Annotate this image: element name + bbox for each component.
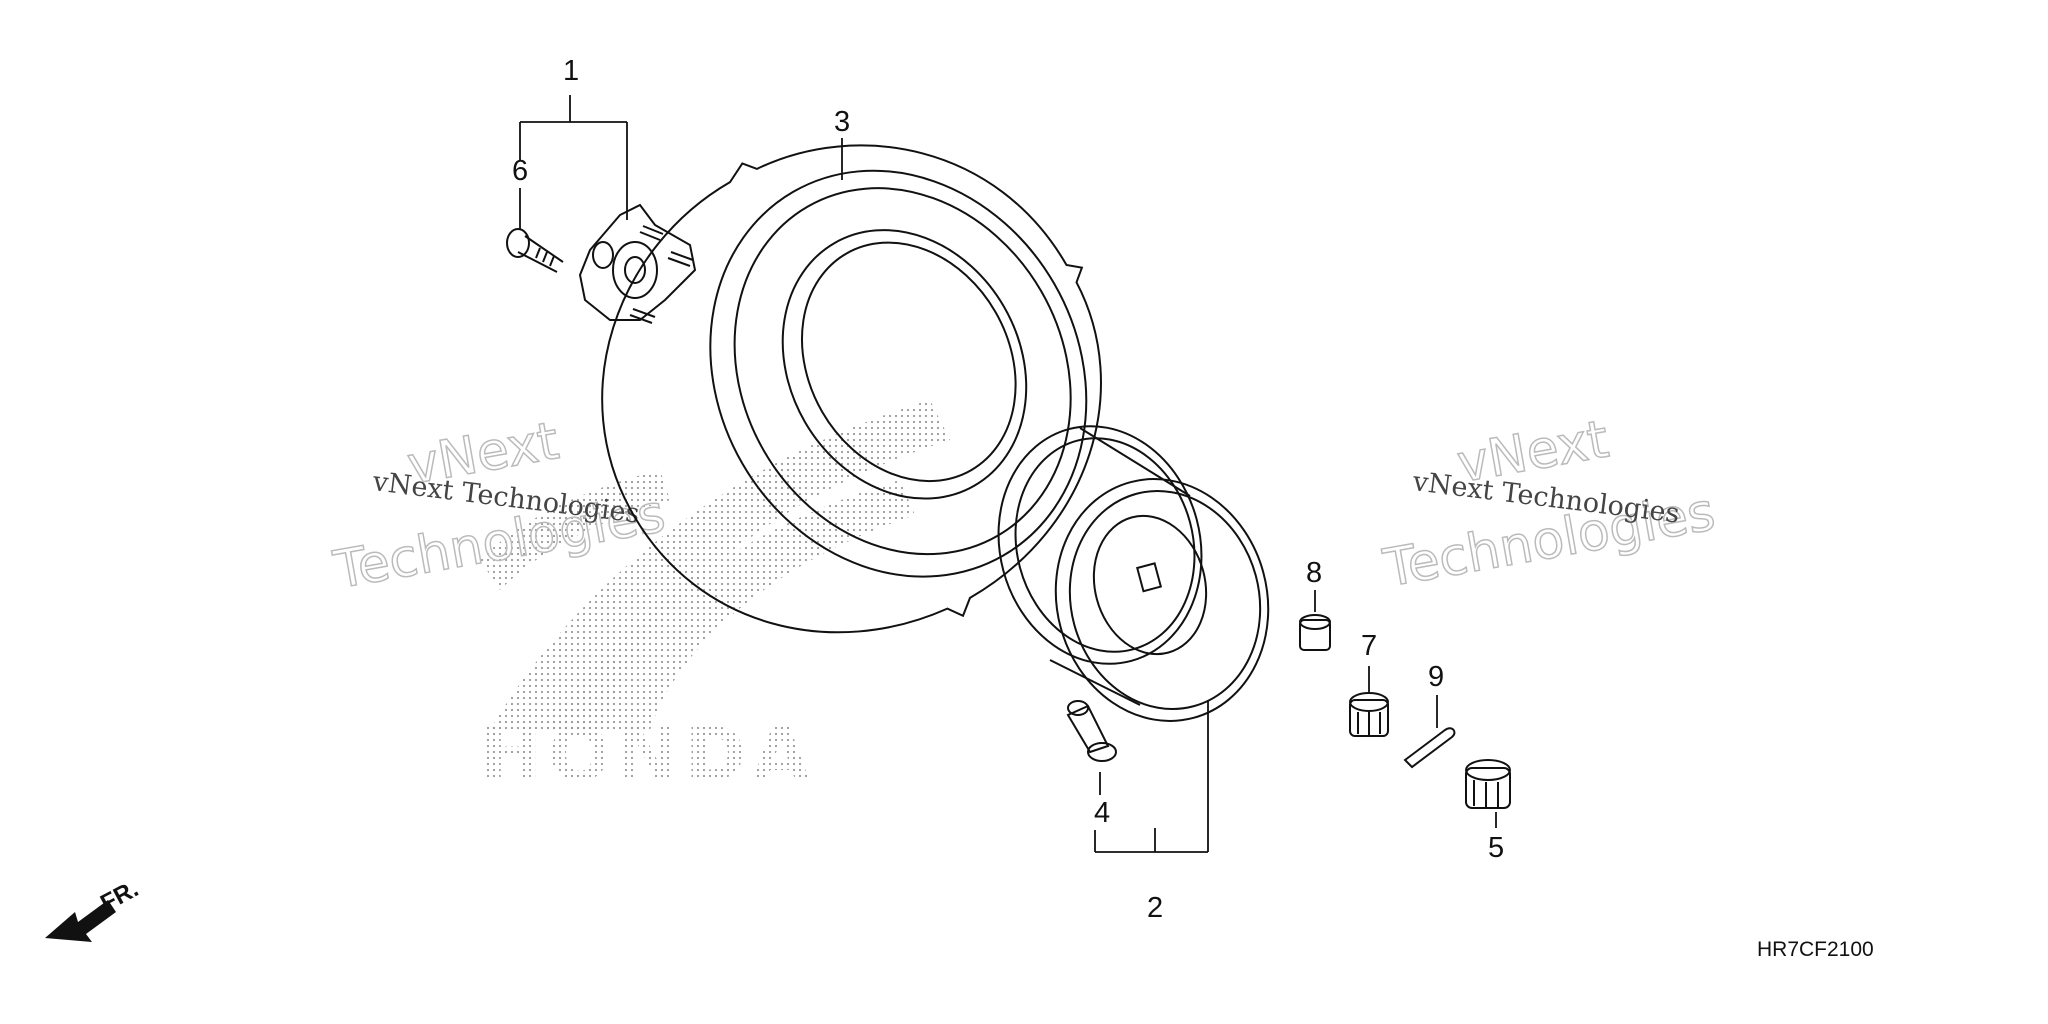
castle-nut-slots [1357,712,1381,736]
rim-center-disc [1092,514,1208,656]
front-direction-indicator: FR. [45,875,143,942]
callout-3: 3 [834,106,850,138]
stud-bolt [506,228,564,273]
hub-stud-3 [629,308,656,324]
rim-front-flange-inner [1068,489,1262,711]
rim-barrel-bottom [1049,659,1141,706]
stud-bolt-thread [535,247,555,267]
tire-valve [1066,700,1117,762]
cap-nut-ribs [1473,780,1499,808]
tire-sidewall [709,169,1088,578]
cotter-pin-shape [1403,727,1456,769]
front-arrow-icon [45,900,116,942]
rim-center-hole [1136,562,1163,593]
diagram-code: HR7CF2100 [1757,938,1874,961]
leader-2 [1094,700,1209,853]
rim-back-flange-inner [1014,437,1196,653]
callout-6: 6 [512,155,528,187]
callout-5: 5 [1488,832,1504,864]
valve-base [1087,742,1117,762]
collar-body [1299,619,1331,651]
tire-bead-opening-inner [800,241,1017,483]
leader-lines [519,95,1497,853]
collar-top [1299,614,1331,630]
callout-7: 7 [1361,630,1377,662]
rim-back-flange [997,425,1203,665]
honda-logo-watermark: HONDA [480,400,950,798]
tire [601,144,1102,634]
cap-nut [1465,759,1511,809]
valve-body [1066,704,1110,754]
callout-labels: 1 2 3 4 5 6 7 8 9 [512,55,1504,924]
callout-8: 8 [1306,557,1322,589]
cap-nut-body [1465,767,1511,809]
stud-bolt-head [506,228,530,258]
tire-outer-tread [601,144,1102,634]
hub-center-bore [624,256,646,284]
castle-nut [1349,692,1389,737]
stud-bolt-shank [517,235,564,273]
hub-assembly [578,203,697,324]
callout-4: 4 [1094,797,1110,829]
rim-barrel-top [1079,427,1191,497]
collar [1299,614,1331,651]
hub-plate [578,203,697,321]
leader-1 [519,95,628,220]
hub-center [612,241,658,299]
hub-stud-2 [667,251,694,267]
honda-wordmark: HONDA [480,712,815,798]
tire-bead-opening [781,229,1028,500]
wheel-rim [997,425,1270,722]
callout-2: 2 [1147,892,1163,924]
callout-9: 9 [1428,661,1444,693]
cap-nut-top [1465,759,1511,781]
valve-cap [1067,700,1089,716]
callout-1: 1 [563,55,579,87]
hub-boss [592,241,614,269]
hub-stud-1 [639,225,664,241]
castle-nut-top [1349,692,1389,712]
rim-front-flange [1054,478,1270,722]
cotter-pin [1403,727,1456,769]
